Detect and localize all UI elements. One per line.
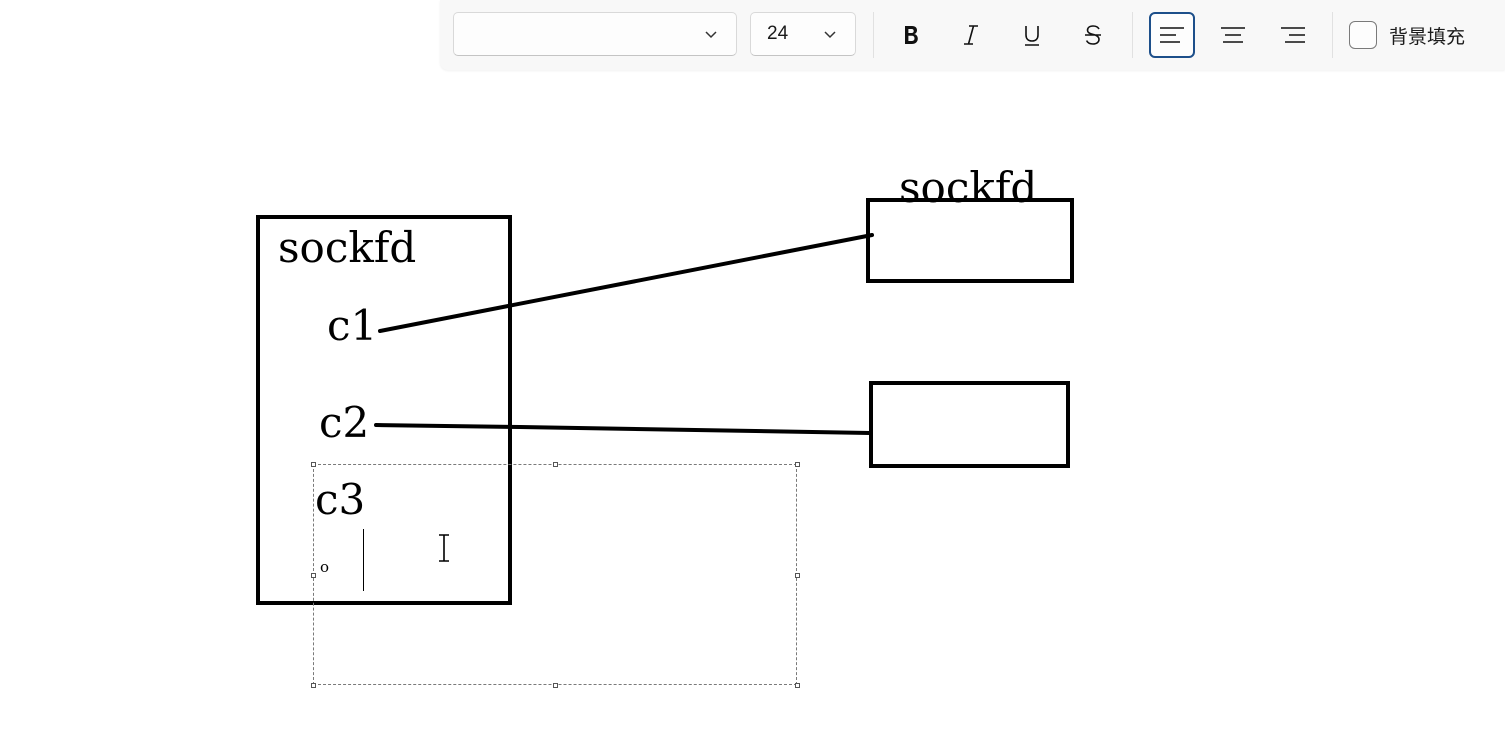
left-box-label[interactable]: sockfd [278,223,417,272]
resize-handle-bottom-right[interactable] [795,683,800,688]
c3-label[interactable]: c3 [315,475,366,524]
left-socket-box[interactable] [256,215,512,605]
connector-c2-line [374,423,872,435]
connector-c1-line [378,233,874,333]
resize-handle-top-left[interactable] [311,462,316,467]
underline-icon [1025,26,1039,46]
italic-icon [964,25,978,45]
align-center-icon [1221,27,1245,43]
bold-button[interactable] [888,12,934,58]
right-box-label[interactable]: sockfd [899,163,1038,212]
bottom-right-box[interactable] [869,381,1070,468]
align-right-button[interactable] [1270,12,1316,58]
font-size-value: 24 [767,23,789,44]
resize-handle-bottom[interactable] [553,683,558,688]
align-left-icon [1160,27,1184,43]
text-format-toolbar: 24 [440,0,1505,70]
chevron-down-icon [824,31,836,39]
text-caret [363,529,364,591]
toolbar-divider [873,12,874,58]
background-fill-toggle[interactable]: 背景填充 [1349,20,1465,50]
bullet-text[interactable]: o [320,558,330,576]
background-fill-checkbox[interactable] [1349,21,1377,49]
chevron-down-icon [705,31,717,39]
top-right-box[interactable] [866,198,1074,283]
text-cursor-icon [439,534,449,562]
underline-button[interactable] [1009,12,1055,58]
align-left-button[interactable] [1149,12,1195,58]
resize-handle-right[interactable] [795,573,800,578]
align-right-icon [1281,27,1305,43]
resize-handle-top-right[interactable] [795,462,800,467]
resize-handle-top[interactable] [553,462,558,467]
c1-label[interactable]: c1 [327,301,378,350]
resize-handle-left[interactable] [311,573,316,578]
c2-label[interactable]: c2 [319,398,370,447]
resize-handle-bottom-left[interactable] [311,683,316,688]
toolbar-divider [1132,12,1133,58]
bold-icon [905,26,918,44]
toolbar-divider [1332,12,1333,58]
strikethrough-button[interactable] [1070,12,1116,58]
align-center-button[interactable] [1210,12,1256,58]
strikethrough-icon [1085,25,1101,45]
font-family-dropdown[interactable] [453,12,737,56]
font-size-dropdown[interactable]: 24 [750,12,856,56]
text-box-selection[interactable] [313,464,797,685]
background-fill-label: 背景填充 [1389,25,1466,48]
italic-button[interactable] [948,12,994,58]
